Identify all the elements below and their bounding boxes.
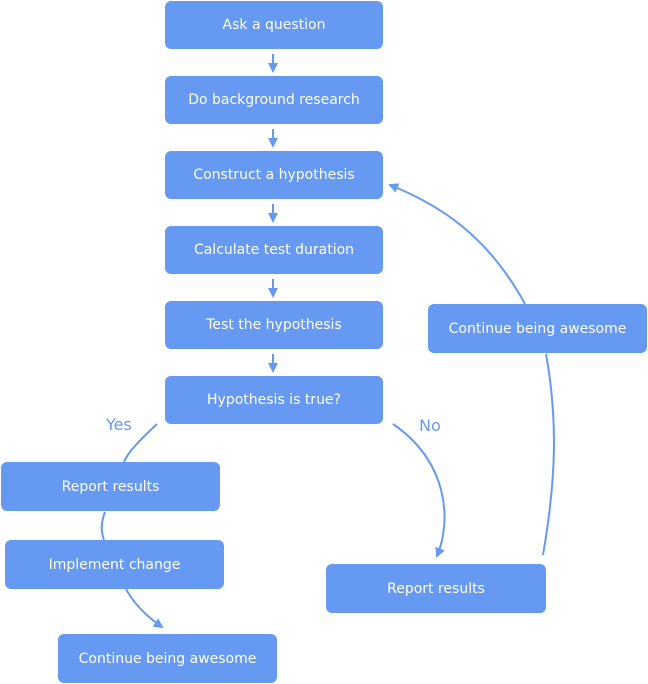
step-background-research: Do background research (165, 76, 383, 124)
no-report-results: Report results (326, 564, 546, 613)
step-decision: Hypothesis is true? (165, 376, 383, 424)
connector-no-report-to-continue (542, 353, 555, 556)
arrow-decision-to-no-report (392, 423, 446, 558)
yes-implement-change: Implement change (5, 540, 224, 589)
yes-continue-awesome: Continue being awesome (58, 634, 277, 683)
step-calculate-duration: Calculate test duration (165, 226, 383, 274)
connector-yes-report-to-implement (100, 511, 106, 541)
no-continue-awesome: Continue being awesome (428, 304, 647, 353)
step-ask-question: Ask a question (165, 1, 383, 49)
step-construct-hypothesis: Construct a hypothesis (165, 151, 383, 199)
arrow-continue-to-hypothesis (388, 183, 526, 305)
arrow-implement-to-continue (125, 588, 164, 629)
no-label: No (419, 416, 441, 435)
connector-decision-to-yes-report (123, 423, 158, 463)
yes-report-results: Report results (1, 462, 220, 511)
step-test-hypothesis: Test the hypothesis (165, 301, 383, 349)
yes-label: Yes (106, 415, 132, 434)
